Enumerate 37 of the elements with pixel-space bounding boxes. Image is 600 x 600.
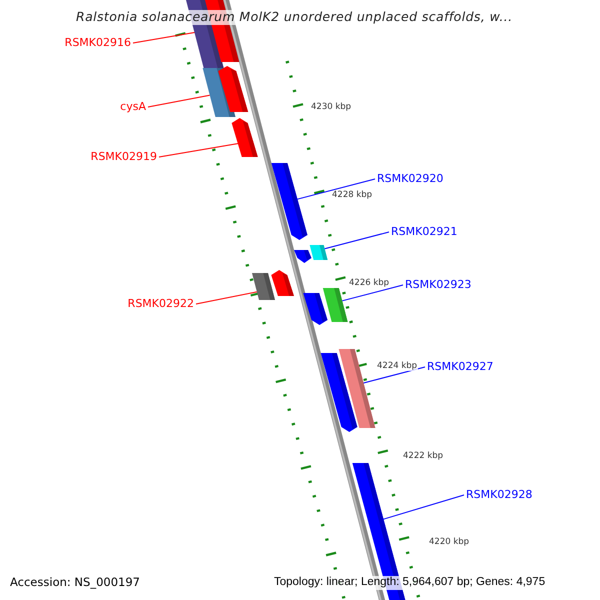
gene-block bbox=[252, 273, 275, 300]
gene-label: RSMK02928 bbox=[466, 489, 532, 500]
gene-block bbox=[232, 118, 258, 157]
leader-line bbox=[363, 366, 426, 384]
gene-label: RSMK02920 bbox=[377, 173, 444, 184]
gene-block bbox=[310, 245, 328, 260]
gene-label: RSMK02922 bbox=[128, 298, 194, 309]
leader-line bbox=[324, 232, 390, 250]
scale-label: 4224 kbp bbox=[376, 362, 418, 370]
gene-label: RSMK02923 bbox=[405, 279, 472, 290]
gene-label: RSMK02921 bbox=[391, 226, 458, 237]
scale-label: 4228 kbp bbox=[331, 191, 374, 200]
leader-line bbox=[132, 32, 195, 44]
gene-block bbox=[271, 163, 308, 240]
gene-block bbox=[294, 250, 312, 263]
leader-line bbox=[148, 94, 210, 108]
gene-block bbox=[303, 293, 328, 325]
gene-block bbox=[338, 349, 376, 428]
gene-label: RSMK02919 bbox=[90, 151, 157, 162]
scale-label: 4222 kbp bbox=[402, 452, 444, 460]
gene-label: RSMK02916 bbox=[64, 37, 131, 48]
gene-label: cysA bbox=[120, 101, 146, 112]
gene-block bbox=[218, 66, 248, 112]
scale-label: 4220 kbp bbox=[428, 538, 470, 546]
leader-line bbox=[196, 291, 258, 304]
footer-text: Topology: linear; Length: 5,964,607 bp; Genes: 4,975 bbox=[272, 576, 548, 590]
scale-label: 4226 kbp bbox=[348, 279, 390, 288]
scale-label: 4230 kbp bbox=[310, 103, 352, 112]
leader-line bbox=[296, 178, 376, 200]
title: Ralstonia solanacearum MolK2 unordered unplaced scaffolds, w... bbox=[76, 10, 513, 24]
leader-line bbox=[342, 284, 404, 302]
gene-label: RSMK02927 bbox=[427, 361, 494, 372]
leader-line bbox=[158, 143, 239, 158]
leader-line bbox=[382, 494, 464, 520]
footer-text: Accession: NS_000197 bbox=[8, 576, 142, 590]
gene-block bbox=[271, 270, 294, 296]
gene-block bbox=[322, 288, 348, 322]
